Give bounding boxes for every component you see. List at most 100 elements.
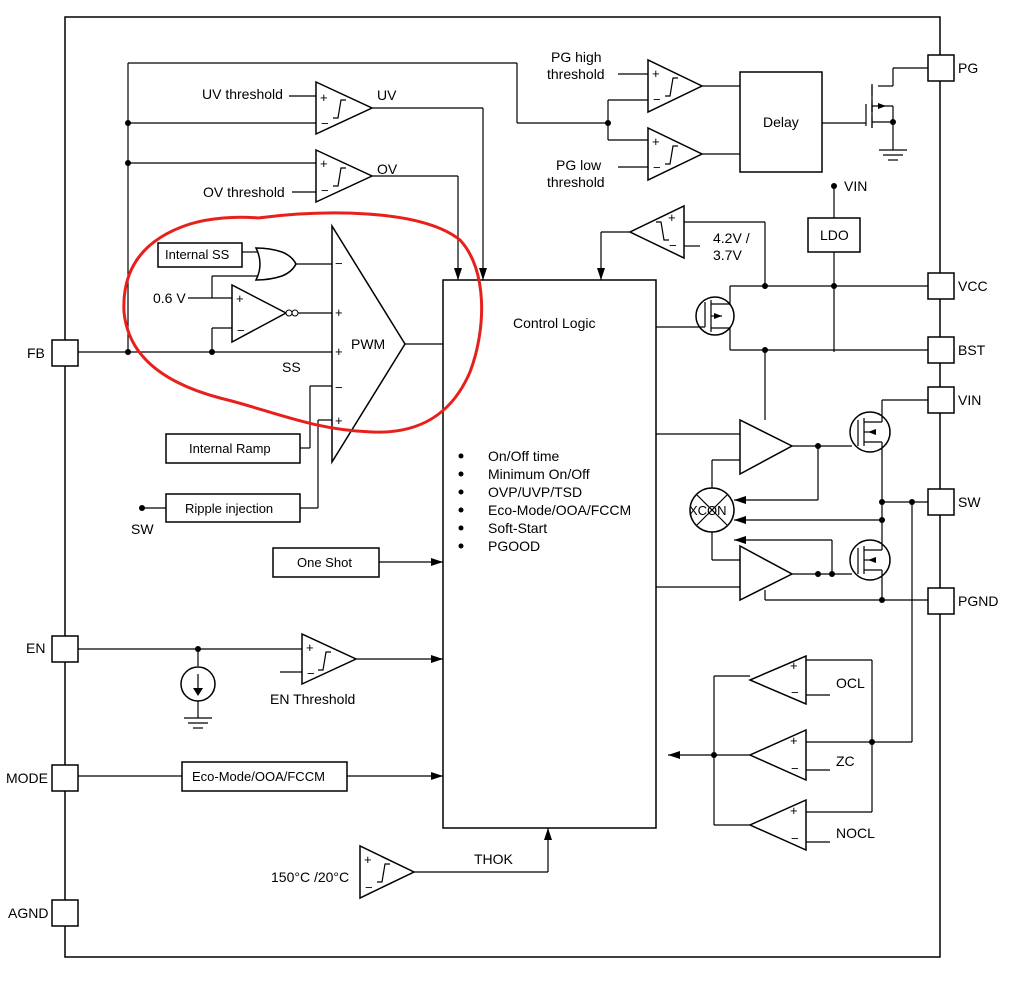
svg-text:PG high: PG high xyxy=(551,49,602,65)
svg-text:BST: BST xyxy=(958,342,986,358)
svg-text:OCL: OCL xyxy=(836,675,865,691)
svg-text:VIN: VIN xyxy=(844,178,867,194)
svg-text:+: + xyxy=(320,90,328,105)
svg-text:PWM: PWM xyxy=(351,336,385,352)
pin-mode: MODE xyxy=(6,764,79,792)
svg-text:+: + xyxy=(306,640,314,655)
svg-text:FB: FB xyxy=(27,345,45,361)
pin-pgnd: PGND xyxy=(927,587,998,615)
logic-item: OVP/UVP/TSD xyxy=(488,484,582,500)
svg-text:threshold: threshold xyxy=(547,174,605,190)
svg-text:+: + xyxy=(335,413,343,428)
ripple-injection-block: Ripple injection SW xyxy=(131,419,332,537)
svg-text:threshold: threshold xyxy=(547,66,605,82)
svg-text:PG: PG xyxy=(958,60,978,76)
svg-text:Internal Ramp: Internal Ramp xyxy=(189,441,271,456)
svg-text:EN Threshold: EN Threshold xyxy=(270,691,355,707)
svg-text:XCON: XCON xyxy=(689,503,727,518)
ocl-comparator: + − OCL xyxy=(714,654,872,706)
svg-text:PG low: PG low xyxy=(556,157,602,173)
svg-text:SW: SW xyxy=(958,494,981,510)
svg-text:+: + xyxy=(335,305,343,320)
svg-text:−: − xyxy=(321,116,329,131)
delay-block: Delay xyxy=(739,71,866,173)
svg-text:One Shot: One Shot xyxy=(297,555,352,570)
svg-text:OV: OV xyxy=(377,161,398,177)
svg-text:SW: SW xyxy=(131,521,154,537)
svg-text:+: + xyxy=(335,344,343,359)
svg-text:NOCL: NOCL xyxy=(836,825,875,841)
svg-text:+: + xyxy=(790,733,798,748)
svg-text:+: + xyxy=(236,291,244,306)
svg-text:AGND: AGND xyxy=(8,905,48,921)
zc-comparator: + − ZC xyxy=(668,728,912,782)
ldo-block: VIN LDO xyxy=(807,178,867,352)
bst-switch xyxy=(656,283,928,353)
highlight-circle xyxy=(122,211,484,434)
xcon-block: XCON xyxy=(689,446,882,574)
svg-text:PGND: PGND xyxy=(958,593,998,609)
high-side-mosfet xyxy=(849,399,928,523)
logic-item: Soft-Start xyxy=(488,520,547,536)
svg-text:−: − xyxy=(365,880,373,895)
svg-text:Control Logic: Control Logic xyxy=(513,315,596,331)
svg-text:ZC: ZC xyxy=(836,753,855,769)
high-side-driver xyxy=(656,350,852,490)
svg-text:+: + xyxy=(790,658,798,673)
svg-text:−: − xyxy=(791,831,799,846)
eco-mode-block: Eco-Mode/OOA/FCCM xyxy=(78,761,443,792)
svg-text:+: + xyxy=(790,803,798,818)
pin-fb: FB xyxy=(27,339,79,367)
one-shot-block: One Shot xyxy=(272,547,443,578)
pin-agnd: AGND xyxy=(8,899,79,927)
internal-ss-gate: Internal SS xyxy=(157,242,332,298)
svg-text:+: + xyxy=(364,852,372,867)
svg-text:EN: EN xyxy=(26,640,45,656)
sense-wiring xyxy=(713,502,913,825)
svg-text:OV threshold: OV threshold xyxy=(203,184,285,200)
svg-text:−: − xyxy=(237,323,245,338)
logic-item: PGOOD xyxy=(488,538,540,554)
logic-item: On/Off time xyxy=(488,448,560,464)
uv-comparator: + − UV threshold UV xyxy=(202,80,487,280)
svg-text:MODE: MODE xyxy=(6,770,48,786)
svg-text:4.2V /: 4.2V / xyxy=(713,230,750,246)
svg-text:+: + xyxy=(668,210,676,225)
pin-vin: VIN xyxy=(927,386,981,414)
low-side-driver xyxy=(656,544,928,603)
pin-en: EN xyxy=(26,635,79,663)
svg-text:VCC: VCC xyxy=(958,278,988,294)
svg-text:UV: UV xyxy=(377,87,397,103)
uvlo-comparator: + − 4.2V / 3.7V xyxy=(597,204,766,286)
pin-sw: SW xyxy=(927,488,981,516)
logic-item: Minimum On/Off xyxy=(488,466,590,482)
svg-text:Eco-Mode/OOA/FCCM: Eco-Mode/OOA/FCCM xyxy=(192,769,325,784)
package-outline xyxy=(64,16,941,958)
svg-text:3.7V: 3.7V xyxy=(713,247,742,263)
pin-vcc: VCC xyxy=(927,272,988,300)
pg-high-comparator: + − PG high threshold xyxy=(547,49,740,114)
svg-text:−: − xyxy=(791,761,799,776)
svg-text:Delay: Delay xyxy=(763,114,799,130)
svg-text:0.6 V: 0.6 V xyxy=(153,290,186,306)
svg-text:THOK: THOK xyxy=(474,851,514,867)
svg-text:LDO: LDO xyxy=(820,227,849,243)
control-logic-block: Control Logic On/Off time Minimum On/Off… xyxy=(442,279,657,829)
svg-text:+: + xyxy=(652,134,660,149)
svg-text:−: − xyxy=(653,160,661,175)
ov-comparator: + − OV threshold OV xyxy=(203,148,462,280)
svg-text:−: − xyxy=(669,238,677,253)
pin-bst: BST xyxy=(927,336,986,364)
fb-wiring xyxy=(78,62,608,355)
en-comparator: + − EN Threshold xyxy=(78,632,443,729)
pg-wiring xyxy=(605,99,648,141)
svg-text:−: − xyxy=(653,92,661,107)
svg-text:−: − xyxy=(307,666,315,681)
pwm-comparator: − + + − + PWM xyxy=(331,223,443,465)
svg-text:+: + xyxy=(652,66,660,81)
svg-text:+: + xyxy=(320,156,328,171)
logic-item: Eco-Mode/OOA/FCCM xyxy=(488,502,631,518)
thermal-comparator: + − 150°C /20°C THOK xyxy=(271,828,552,900)
svg-text:SS: SS xyxy=(282,359,301,375)
